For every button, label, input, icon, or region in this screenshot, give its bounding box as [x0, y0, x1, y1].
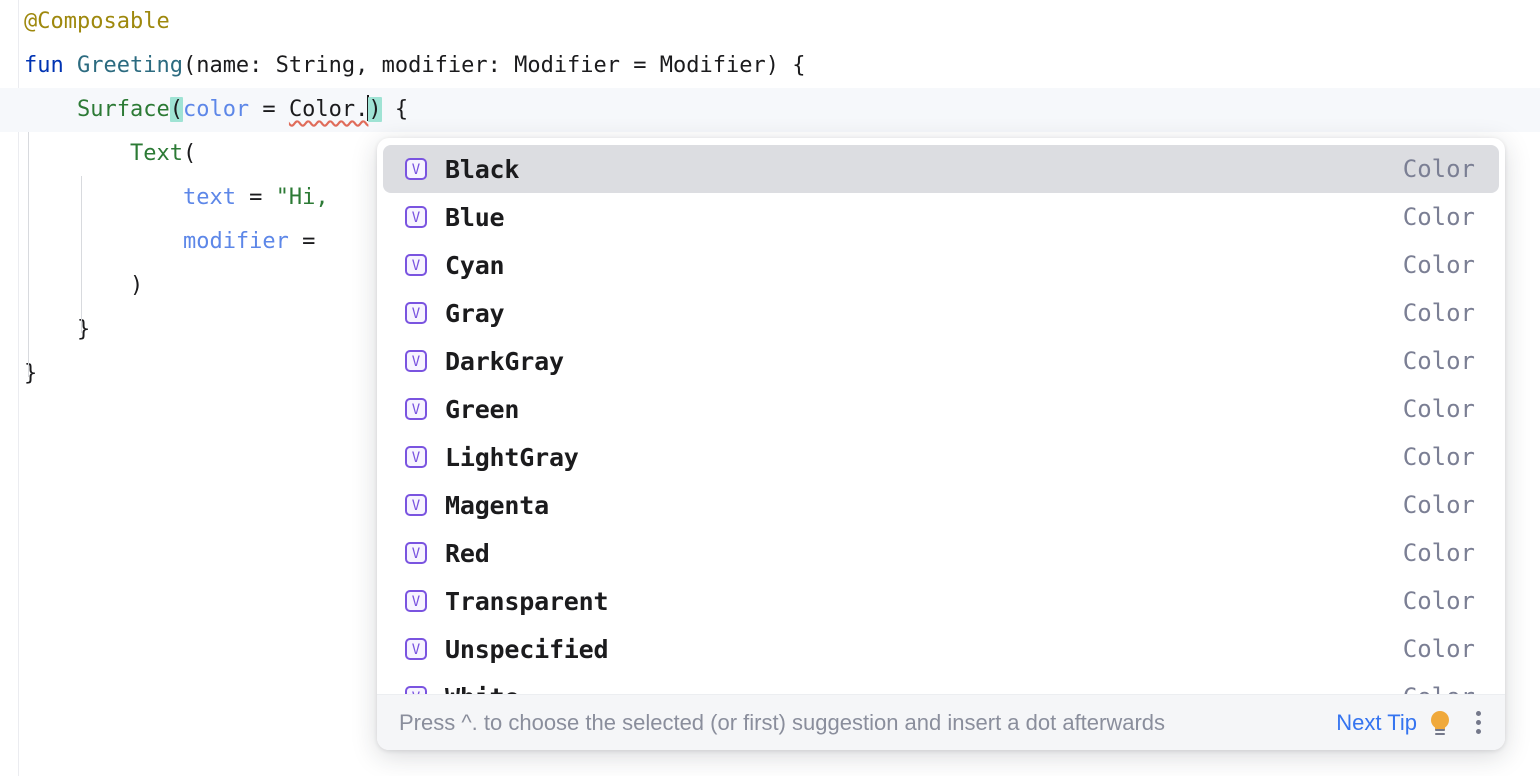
code-token: (: [169, 97, 183, 122]
completion-item-label: Magenta: [445, 490, 549, 520]
code-token: ): [368, 97, 382, 122]
code-token: fun: [24, 53, 77, 78]
completion-item-type: Color: [1402, 155, 1475, 183]
completion-item-type: Color: [1402, 443, 1475, 471]
property-value-icon: V: [405, 158, 427, 180]
property-value-icon: V: [405, 542, 427, 564]
line-fun-greeting: fun Greeting(name: String, modifier: Mod…: [24, 44, 1540, 88]
completion-item[interactable]: V Blue Color: [383, 193, 1499, 241]
code-token: =: [249, 97, 289, 122]
completion-item-type: Color: [1402, 251, 1475, 279]
code-token: }: [24, 361, 38, 386]
property-value-icon: V: [405, 254, 427, 276]
completion-item-label: Transparent: [445, 586, 609, 616]
indent-guide-1: [80, 176, 82, 333]
completion-hint-bar: Press ^. to choose the selected (or firs…: [377, 694, 1505, 750]
property-value-icon: V: [405, 446, 427, 468]
completion-item[interactable]: V Black Color: [383, 145, 1499, 193]
completion-item-label: DarkGray: [445, 346, 564, 376]
line-surface-close: }: [24, 308, 1540, 352]
line-fun-close: }: [24, 352, 1540, 396]
code-token: {: [381, 97, 409, 122]
code-token: "Hi,: [275, 185, 329, 210]
completion-item-type: Color: [1402, 587, 1475, 615]
completion-item-label: LightGray: [445, 442, 579, 472]
lightbulb-icon: [1427, 710, 1453, 736]
hint-text: Press ^. to choose the selected (or firs…: [399, 709, 1166, 735]
completion-item-label: Green: [445, 394, 520, 424]
completion-item-label: Unspecified: [445, 634, 609, 664]
property-value-icon: V: [405, 686, 427, 694]
completion-item[interactable]: V Transparent Color: [383, 577, 1499, 625]
completion-item[interactable]: V Cyan Color: [383, 241, 1499, 289]
completion-item-label: White: [445, 683, 1403, 695]
code-token: (: [182, 141, 197, 166]
code-token: =: [235, 185, 276, 210]
completion-item[interactable]: V DarkGray Color: [383, 337, 1499, 385]
code-token: (name: String, modifier: Modifier = Modi…: [182, 53, 806, 78]
code-token: text: [182, 185, 236, 210]
code-token: Text: [129, 141, 183, 166]
next-tip-link[interactable]: Next Tip: [1336, 709, 1417, 735]
completion-item-type: Color: [1403, 683, 1475, 694]
line-text-open: Text(: [24, 132, 1540, 176]
code-token: ): [129, 273, 144, 298]
code-token: =: [288, 229, 329, 254]
kebab-menu-icon[interactable]: [1475, 711, 1481, 734]
line-annotation: @Composable: [24, 0, 1540, 44]
indent-guide-0: [28, 132, 29, 377]
completion-item-type: Color: [1402, 635, 1475, 663]
code-token: @Composable: [24, 9, 170, 34]
completion-item-type: Color: [1402, 491, 1475, 519]
completion-item[interactable]: V Red Color: [383, 529, 1499, 577]
completion-item[interactable]: V Magenta Color: [383, 481, 1499, 529]
code-token: Greeting: [76, 53, 183, 78]
completion-item-label: Cyan: [445, 250, 505, 280]
code-token: Surface: [76, 97, 170, 122]
code-token: color: [182, 97, 250, 122]
completion-item-label: Black: [445, 154, 520, 184]
completion-item-type: Color: [1402, 347, 1475, 375]
completion-item[interactable]: V Green Color: [383, 385, 1499, 433]
completion-item-label: Blue: [445, 202, 505, 232]
completion-item-type: Color: [1402, 539, 1475, 567]
line-text-arg: text = "Hi,: [24, 176, 1540, 220]
completion-item-label: Gray: [445, 298, 505, 328]
code-token: }: [76, 317, 91, 342]
property-value-icon: V: [405, 206, 427, 228]
property-value-icon: V: [405, 398, 427, 420]
line-surface: Surface(color = Color.) {: [0, 88, 1540, 132]
completion-item-type: Color: [1402, 203, 1475, 231]
completion-item-label: Red: [445, 538, 490, 568]
code-token: modifier: [182, 229, 289, 254]
code-token: Color.: [288, 97, 369, 122]
property-value-icon: V: [405, 350, 427, 372]
property-value-icon: V: [405, 494, 427, 516]
completion-item[interactable]: V WhiteColor: [383, 673, 1499, 694]
completion-item-type: Color: [1402, 299, 1475, 327]
gutter-separator: [18, 0, 19, 776]
line-text-close: ): [24, 264, 1540, 308]
line-modifier-arg: modifier =: [24, 220, 1540, 264]
completion-item[interactable]: V Unspecified Color: [383, 625, 1499, 673]
completion-item[interactable]: V LightGray Color: [383, 433, 1499, 481]
completion-item-type: Color: [1402, 395, 1475, 423]
property-value-icon: V: [405, 302, 427, 324]
completion-item[interactable]: V Gray Color: [383, 289, 1499, 337]
property-value-icon: V: [405, 590, 427, 612]
property-value-icon: V: [405, 638, 427, 660]
